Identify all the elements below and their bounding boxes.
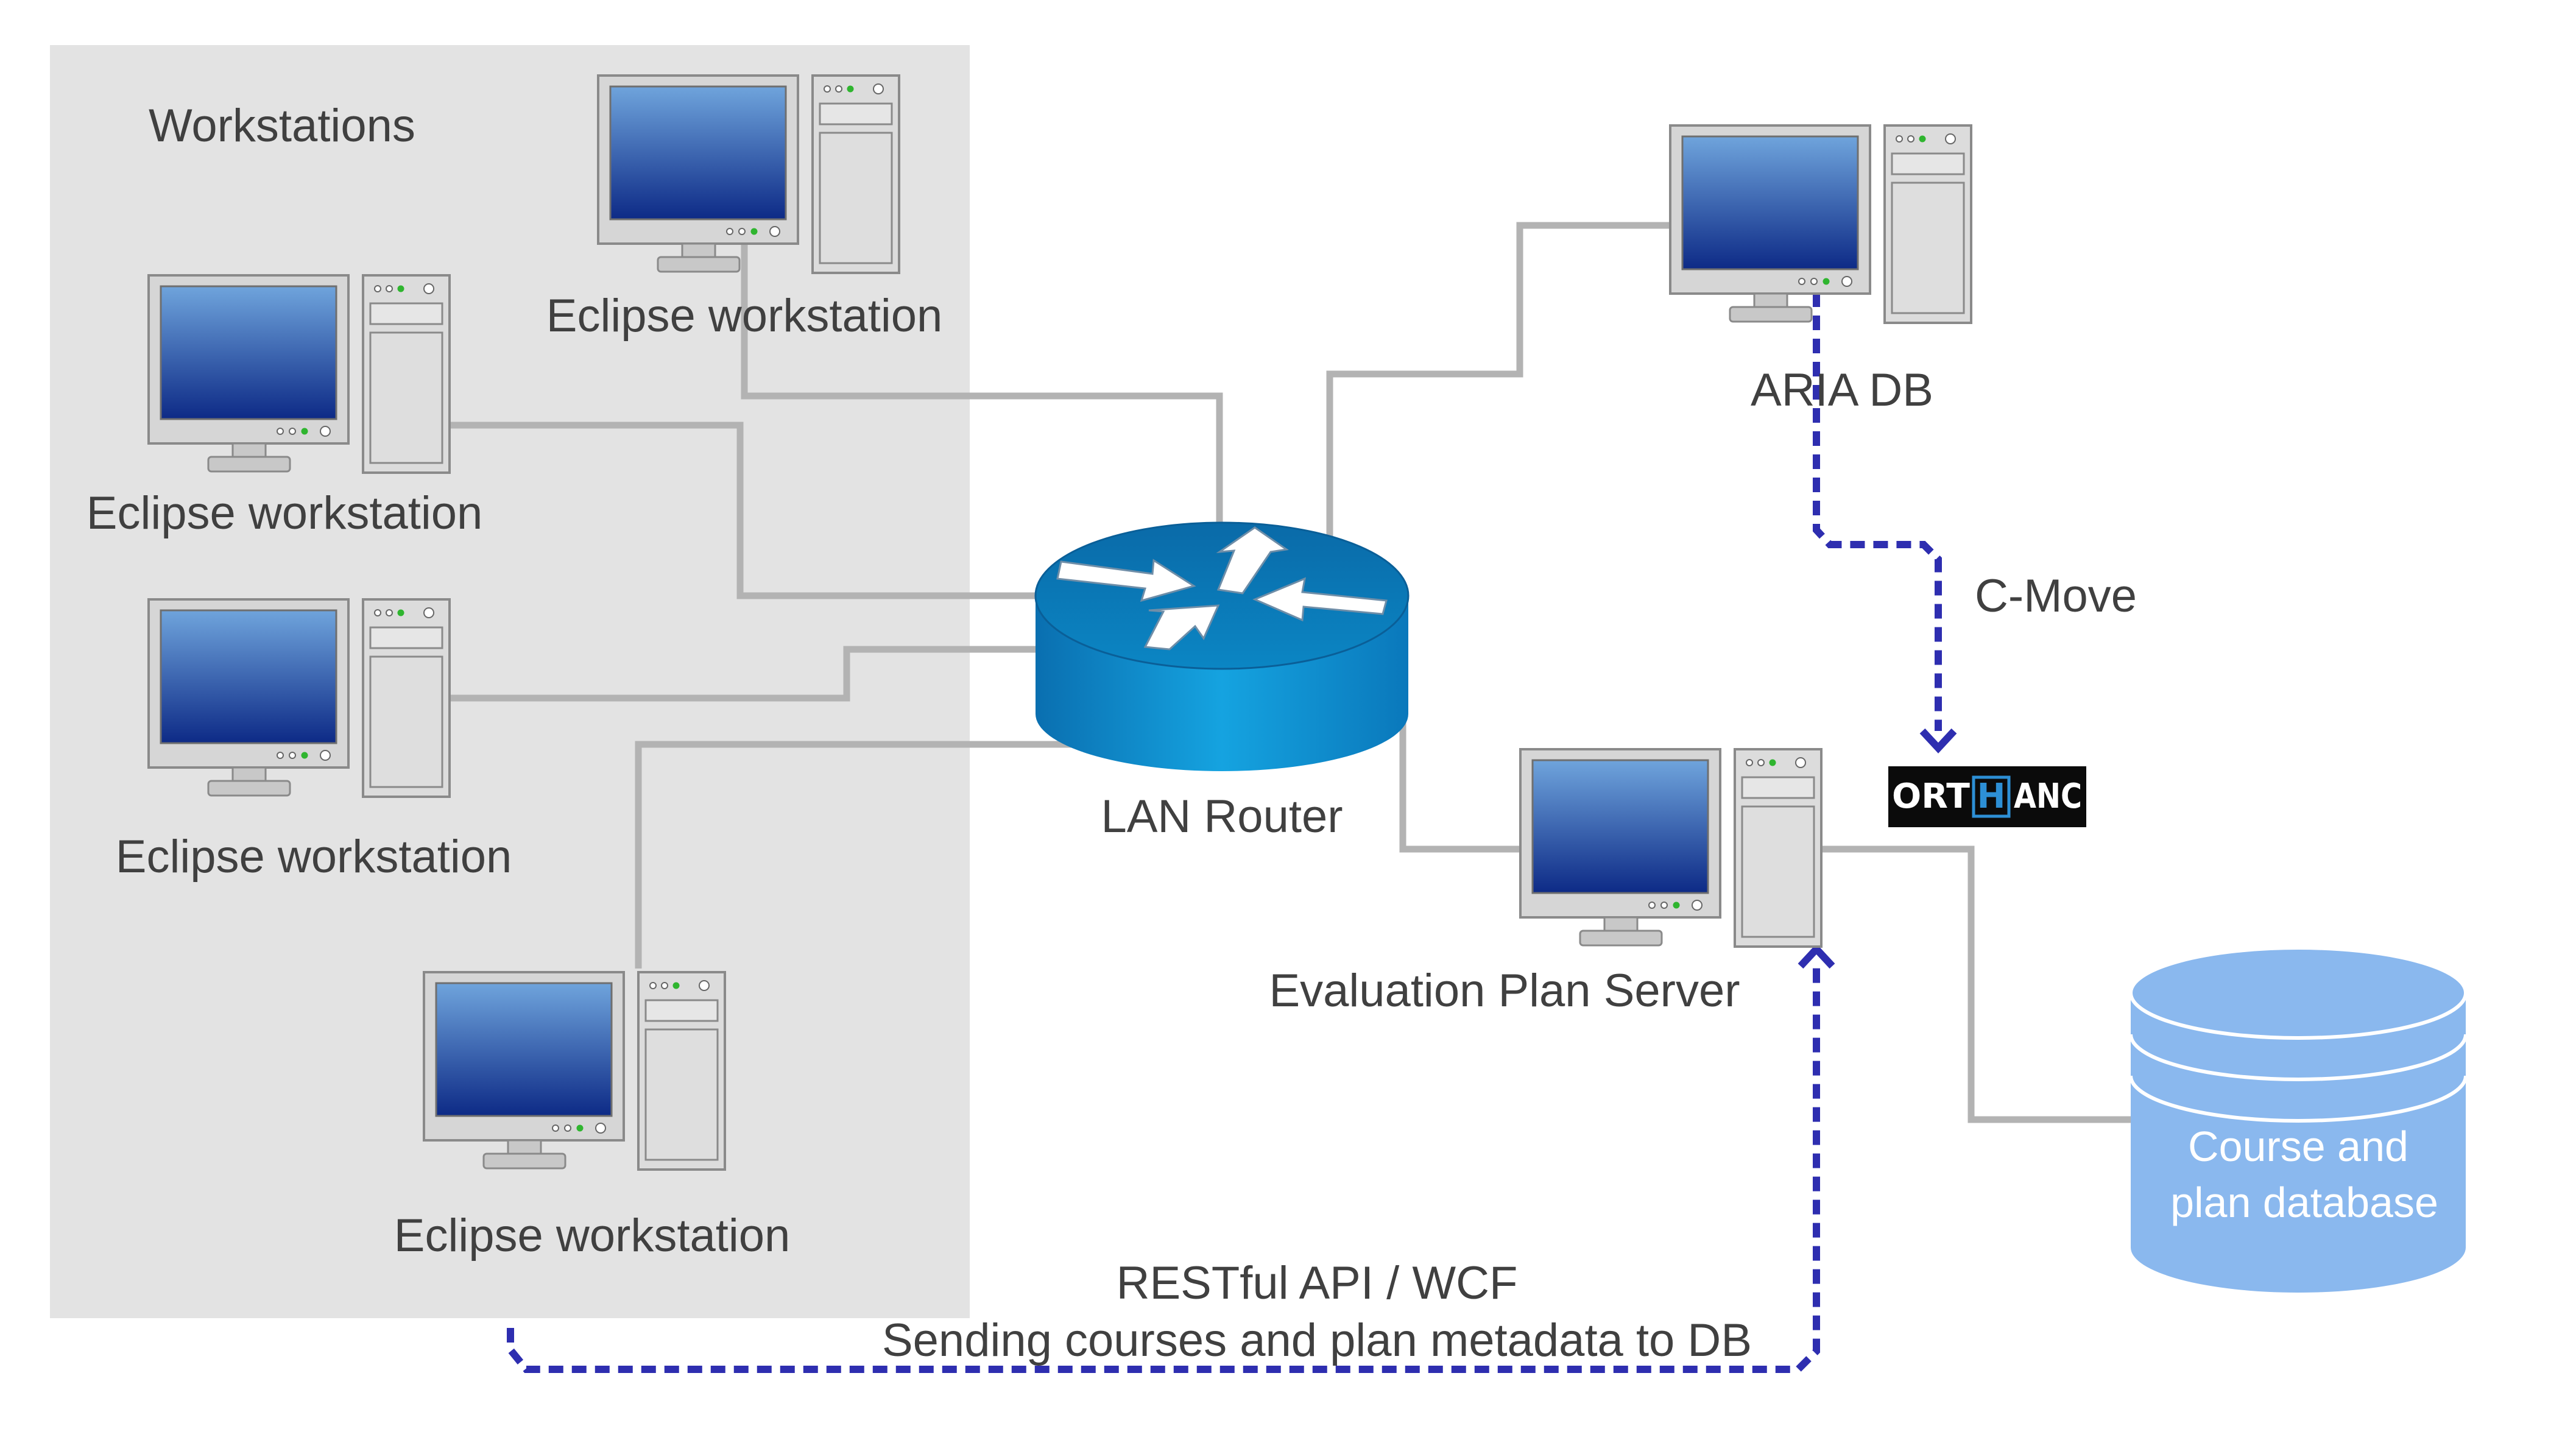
wire-ws1-router (741, 241, 1223, 524)
rest-api-label: RESTful API / WCF (1117, 1257, 1518, 1309)
database-cylinder (2129, 946, 2468, 1293)
workstation-4-computer (423, 971, 726, 1171)
workstation-2-computer (147, 274, 451, 474)
network-wires (448, 222, 2131, 1123)
orthanc-logo: ORT H ANC (1888, 766, 2086, 827)
workstation-1-label: Eclipse workstation (546, 290, 943, 342)
cmove-arrowhead (1919, 728, 1957, 754)
orthanc-mid-text: H (1977, 777, 2006, 816)
rest-arrow-line (507, 964, 1820, 1373)
wire-eval-db (1818, 845, 2131, 1123)
wire-router-eval (1399, 718, 1519, 853)
orthanc-left-text: ORT (1892, 777, 1970, 816)
aria-db-label: ARIA DB (1751, 364, 1933, 416)
workstation-1-computer (597, 74, 900, 274)
router-icon (1034, 521, 1410, 771)
wire-ws4-router (635, 741, 1073, 969)
database-label-line2: plan database (2170, 1179, 2438, 1226)
database-label-line1: Course and (2188, 1123, 2408, 1170)
router-label: LAN Router (1101, 791, 1343, 842)
workstation-4-label: Eclipse workstation (394, 1210, 791, 1262)
cmove-arrow-line (1813, 292, 1942, 731)
orthanc-right-text: ANC (2014, 777, 2082, 816)
workstation-3-computer (147, 598, 451, 798)
rest-api-description: Sending courses and plan metadata to DB (882, 1315, 1752, 1366)
workstation-3-label: Eclipse workstation (116, 831, 512, 883)
workstation-2-label: Eclipse workstation (86, 487, 483, 539)
aria-db-computer (1669, 124, 1972, 324)
workstations-group-title: Workstations (149, 100, 415, 152)
flow-arrows (507, 292, 1942, 1373)
eval-server-label: Evaluation Plan Server (1269, 965, 1740, 1017)
eval-server-computer (1519, 748, 1823, 948)
wire-ws2-router (448, 422, 1036, 599)
cmove-label: C-Move (1975, 570, 2137, 622)
wire-router-aria (1326, 222, 1674, 536)
wire-ws3-router (448, 646, 1036, 702)
rest-arrowhead (1798, 944, 1835, 969)
